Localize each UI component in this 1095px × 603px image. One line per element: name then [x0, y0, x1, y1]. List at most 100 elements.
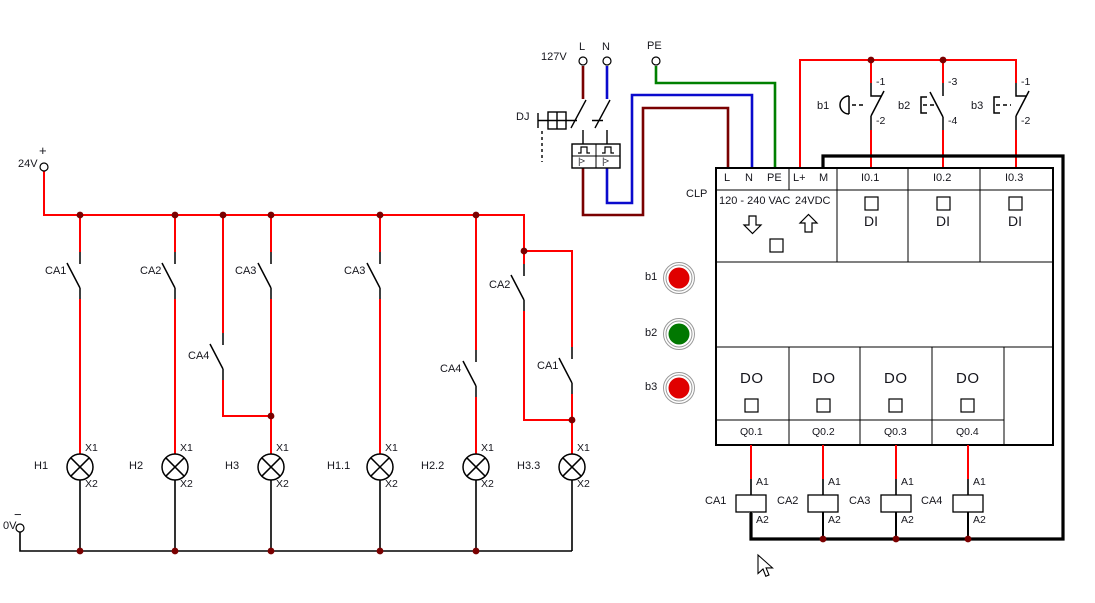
lamp-h2-2	[462, 453, 490, 481]
thermal-element-icon	[578, 146, 614, 154]
do-led-square-1	[744, 398, 759, 413]
supply-terminal-n-label: N	[602, 41, 610, 53]
terminal-127v-pe	[651, 56, 661, 66]
power-led-square	[769, 238, 784, 253]
indicator-b1-label: b1	[645, 271, 658, 283]
push-actuator-icon	[993, 96, 1000, 114]
coils-layer	[735, 494, 984, 513]
no-contact-ca1-2	[558, 347, 573, 394]
contact-label-ca2: CA2	[140, 265, 162, 277]
common-wires-0v	[19, 480, 573, 552]
breaker-poles	[570, 99, 611, 144]
lamp-label-h3-3: H3.3	[517, 460, 541, 472]
indicator-lens-b1[interactable]	[668, 267, 690, 289]
lamp-h3	[257, 453, 285, 481]
pushbutton-b1[interactable]	[839, 83, 885, 130]
breaker-handle	[537, 112, 603, 129]
contact-label-ca3: CA3	[235, 265, 257, 277]
plc-q4-label: Q0.4	[956, 426, 979, 438]
lamp-label-h3: H3	[225, 460, 240, 472]
earth-wire-pe	[654, 66, 777, 167]
plc-dc-rating: 24VDC	[795, 195, 831, 207]
indicator-light-b1[interactable]	[663, 262, 695, 294]
pushbutton-b2-label: b2	[898, 100, 911, 112]
breaker-trip-dividers	[572, 144, 620, 168]
pushbutton-b2[interactable]	[920, 83, 944, 130]
pushbutton-b3[interactable]	[993, 83, 1030, 130]
indicator-light-b3[interactable]	[663, 372, 695, 404]
plc-terminal-n: N	[745, 172, 753, 184]
lamp-h1-1	[366, 453, 394, 481]
lamp-h3-3-t2: X2	[577, 478, 590, 490]
lamp-h3-t1: X1	[276, 442, 289, 454]
lamp-label-h1: H1	[34, 460, 49, 472]
lamp-h2-t1: X1	[180, 442, 193, 454]
dc-positive-sign: +	[39, 143, 47, 158]
pushbutton-b3-t1: -1	[1021, 76, 1031, 88]
coil-ca2-label: CA2	[777, 495, 799, 507]
breaker-dj[interactable]	[537, 99, 621, 169]
phase-wire-l	[581, 66, 730, 217]
lamp-h1-t2: X2	[85, 478, 98, 490]
control-wires-lplus	[799, 59, 1017, 167]
lamps-layer	[66, 453, 586, 481]
trip-glyph-2: |>	[602, 156, 609, 167]
lamp-h3-t2: X2	[276, 478, 289, 490]
contact-label-ca1: CA1	[45, 265, 67, 277]
do-led-square-4	[960, 398, 975, 413]
coil-ca2-t2: A2	[828, 514, 841, 526]
do-led-square-3	[888, 398, 903, 413]
mushroom-actuator-icon	[839, 95, 850, 115]
no-contact-ca4-2	[462, 350, 477, 397]
supply-voltage-label: 127V	[541, 51, 567, 63]
no-contact-b2	[929, 83, 944, 130]
lamp-h1-1-t1: X1	[385, 442, 398, 454]
terminal-127v-l	[578, 56, 588, 66]
indicator-lens-b2[interactable]	[668, 323, 690, 345]
coil-bottom-stubs	[750, 512, 969, 539]
control-wires-24v	[43, 171, 573, 454]
coil-ca4-t1: A1	[973, 476, 986, 488]
push-actuator-icon	[920, 96, 927, 114]
plc-q1-label: Q0.1	[740, 426, 763, 438]
arrow-down-icon	[742, 215, 763, 235]
contacts-layer	[66, 252, 573, 397]
coil-ca2	[807, 494, 839, 513]
plc-ac-rating: 120 - 240 VAC	[719, 195, 791, 207]
indicator-light-b2[interactable]	[663, 318, 695, 350]
contact-label-ca2-2: CA2	[489, 279, 511, 291]
lamp-label-h1-1: H1.1	[327, 460, 351, 472]
coil-ca4	[952, 494, 984, 513]
di-led-square-2	[936, 196, 951, 211]
plc-terminal-pe: PE	[767, 172, 782, 184]
arrow-up-icon	[798, 213, 819, 233]
plc-terminal-lplus: L+	[793, 172, 806, 184]
junction-dots	[76, 56, 972, 555]
nc-contact-b1	[870, 83, 885, 130]
plc-q2-label: Q0.2	[812, 426, 835, 438]
plc-q3-label: Q0.3	[884, 426, 907, 438]
terminal-circles	[15, 56, 661, 533]
pushbutton-b3-t2: -2	[1021, 115, 1031, 127]
plc-terminal-l: L	[724, 172, 731, 184]
coil-ca1-t1: A1	[756, 476, 769, 488]
plc-block	[715, 154, 1065, 541]
coil-ca3-t2: A2	[901, 514, 914, 526]
pushbutton-b1-label: b1	[817, 100, 830, 112]
supply-terminal-pe-label: PE	[647, 40, 662, 52]
plc-di-2-label: DI	[936, 213, 950, 229]
lamp-h3-3-t1: X1	[577, 442, 590, 454]
pushbuttons-layer	[839, 83, 1030, 130]
dc-negative-label: 0V	[3, 520, 17, 532]
indicator-lens-b3[interactable]	[668, 377, 690, 399]
coil-ca3	[880, 494, 912, 513]
indicator-b2-label: b2	[645, 327, 658, 339]
plc-do-4-label: DO	[956, 370, 980, 387]
lamp-h2-t2: X2	[180, 478, 193, 490]
trip-glyph-1: |>	[578, 156, 585, 167]
no-contact-ca3	[257, 252, 272, 299]
nc-contact-b3	[1015, 83, 1030, 130]
plc-input-2-label: I0.2	[933, 172, 952, 184]
